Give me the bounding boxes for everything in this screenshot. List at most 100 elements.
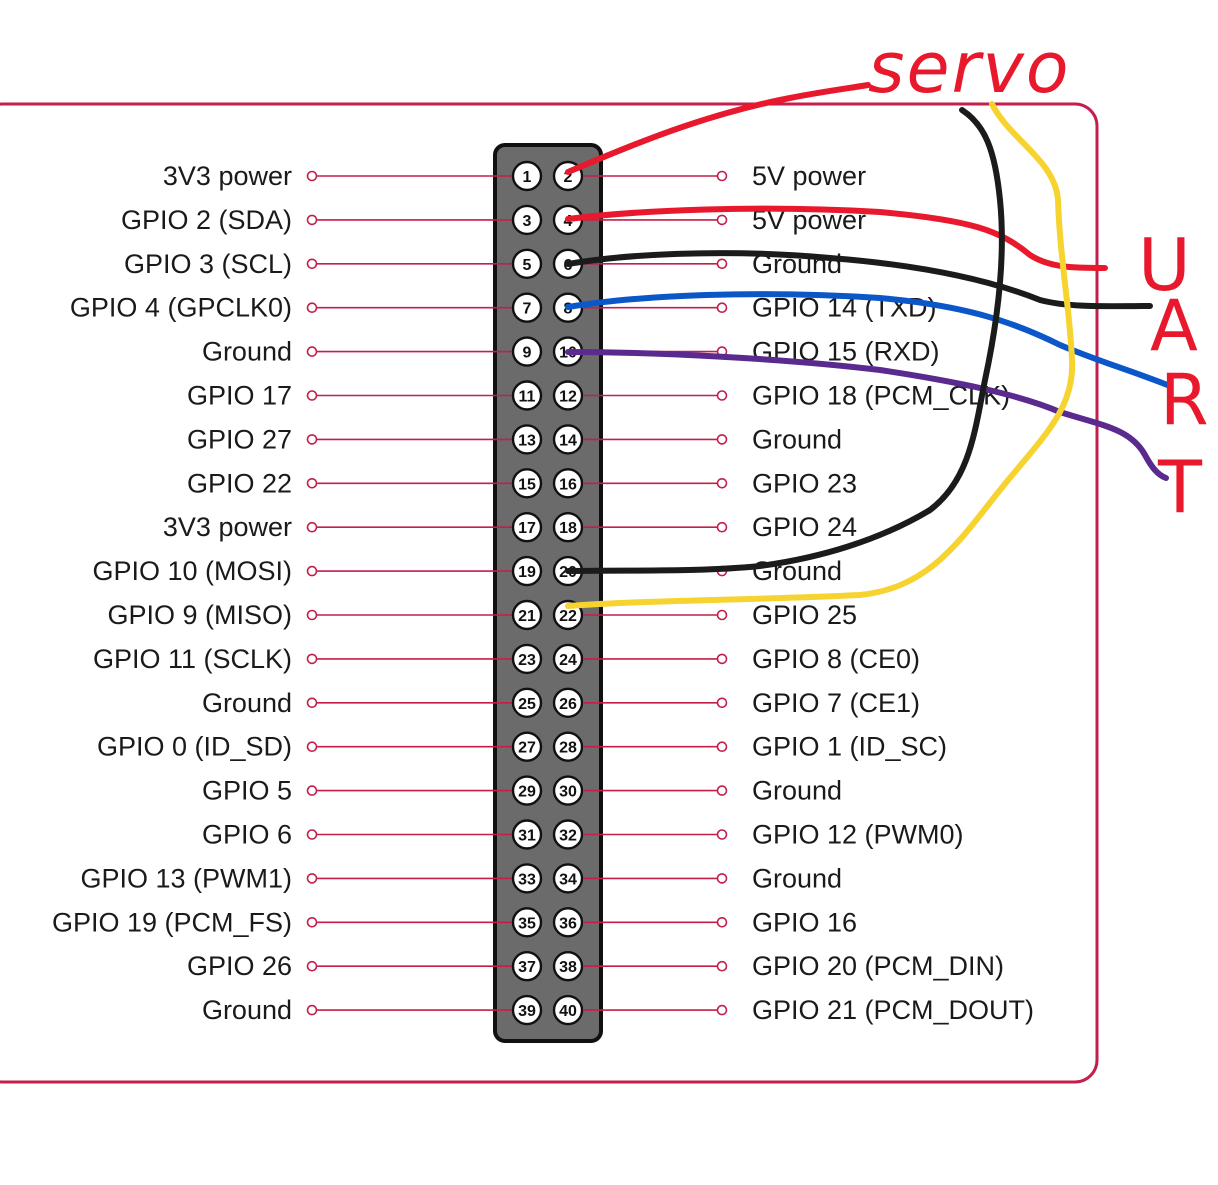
pin-number: 2 [564, 169, 573, 186]
pin-label-left: GPIO 22 [187, 468, 292, 498]
wire-pin-6 [565, 250, 1153, 310]
leader-terminal [716, 609, 728, 621]
pin-label-right: GPIO 7 (CE1) [752, 688, 920, 718]
pin-40 [552, 994, 584, 1026]
pin-21 [511, 599, 543, 631]
pin-number: 37 [518, 959, 536, 976]
pin-number: 23 [518, 652, 536, 669]
pin-5 [511, 248, 543, 279]
pin-38 [552, 951, 584, 982]
leader-terminal [716, 785, 728, 796]
leader-terminal [306, 1004, 318, 1016]
leader-terminal [306, 785, 318, 796]
pin-number: 1 [523, 169, 532, 186]
leader-terminal [306, 697, 318, 709]
leader-terminal [306, 434, 318, 445]
pin-label-left: GPIO 10 (MOSI) [92, 556, 292, 586]
uart-letter-r: R [1160, 359, 1209, 441]
pin-number: 3 [523, 213, 532, 230]
leader-terminal [716, 434, 728, 445]
pin-35 [511, 907, 543, 938]
pin-number: 13 [518, 432, 536, 449]
wire-pin-10 [565, 349, 1169, 481]
pin-31 [511, 819, 543, 850]
leader-terminal [716, 302, 728, 314]
pin-number: 40 [559, 1003, 577, 1020]
pin-36 [552, 907, 584, 938]
pin-number: 15 [518, 476, 536, 493]
pin-29 [511, 775, 543, 806]
pin-37 [511, 951, 543, 982]
pin-15 [511, 468, 543, 499]
pin-number: 32 [559, 828, 577, 845]
pin-label-left: GPIO 11 (SCLK) [93, 644, 292, 674]
leader-terminal [716, 916, 728, 928]
leader-terminal [306, 829, 318, 840]
pin-30 [552, 775, 584, 806]
pin-1 [511, 160, 543, 192]
pin-number: 27 [518, 740, 536, 757]
pin-label-left: GPIO 5 [202, 776, 292, 806]
leader-terminal [716, 653, 728, 665]
leader-terminal [306, 302, 318, 314]
pin-12 [552, 380, 584, 411]
leader-terminal [716, 873, 728, 884]
pin-number: 12 [559, 389, 577, 406]
pin-label-left: GPIO 6 [202, 820, 292, 850]
wire-pin-8 [565, 291, 1173, 389]
pin-label-right: GPIO 20 (PCM_DIN) [752, 951, 1004, 981]
leader-terminal [716, 477, 728, 489]
pin-3 [511, 204, 543, 236]
pin-28 [552, 731, 584, 762]
pin-label-left: GPIO 19 (PCM_FS) [52, 907, 292, 937]
leader-terminal [716, 258, 728, 270]
pin-39 [511, 994, 543, 1026]
leader-terminal [306, 214, 318, 226]
leader-terminal [716, 829, 728, 840]
board-outline [0, 102, 1099, 1084]
leader-terminal [306, 477, 318, 489]
gpio-header [493, 143, 603, 1043]
pin-number: 28 [559, 740, 577, 757]
pin-26 [552, 687, 584, 718]
pin-number: 33 [518, 871, 536, 888]
leader-terminal [306, 960, 318, 972]
uart-letter-t: T [1157, 445, 1203, 529]
wire-pin-22 [565, 101, 1076, 609]
leader-terminal [716, 170, 728, 182]
pin-number: 7 [523, 301, 532, 318]
pin-14 [552, 424, 584, 455]
servo-annotation: servo [868, 27, 1071, 109]
leader-terminal [716, 1004, 728, 1016]
pin-number: 21 [518, 608, 536, 625]
pin-label-right: Ground [752, 776, 842, 806]
pin-number: 39 [518, 1003, 536, 1020]
pin-27 [511, 731, 543, 762]
leader-terminal [306, 873, 318, 884]
leader-terminal [306, 521, 318, 533]
pin-label-left: GPIO 13 (PWM1) [80, 863, 292, 893]
pin-number: 26 [559, 696, 577, 713]
pin-label-left: 3V3 power [163, 512, 292, 542]
pin-9 [511, 336, 543, 367]
pin-label-left: GPIO 27 [187, 424, 292, 454]
pin-number: 11 [519, 389, 536, 406]
pin-25 [511, 687, 543, 718]
pin-label-left: GPIO 2 (SDA) [121, 205, 292, 235]
wire-pin-20 [565, 107, 1005, 574]
pin-label-left: Ground [202, 688, 292, 718]
pin-11 [511, 380, 543, 411]
pin-number: 38 [559, 959, 577, 976]
wire-pin-4 [565, 205, 1108, 271]
pin-number: 17 [518, 520, 536, 537]
pin-label-right: GPIO 12 (PWM0) [752, 820, 964, 850]
pin-number: 30 [559, 784, 577, 801]
pin-number: 5 [523, 257, 532, 274]
pin-7 [511, 292, 543, 323]
pin-number: 34 [559, 871, 577, 888]
pin-label-left: GPIO 3 (SCL) [124, 249, 292, 279]
leader-terminal [716, 214, 728, 226]
pin-number: 31 [518, 828, 536, 845]
pin-number: 19 [518, 564, 536, 581]
